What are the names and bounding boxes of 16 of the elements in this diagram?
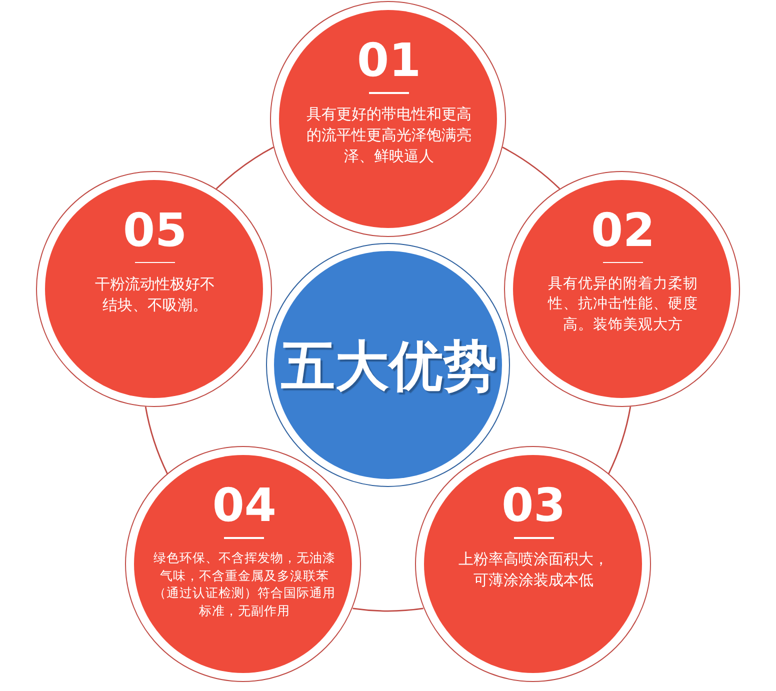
connector-arc [352, 608, 424, 612]
step-number: 01 [357, 36, 421, 84]
connector-arc [216, 146, 274, 190]
advantage-text: 具有更好的带电性和更高的流平性更高光泽饱满亮泽、鲜映逼人 [306, 104, 472, 167]
advantage-text: 绿色环保、不含挥发物，无油漆气味，不含重金属及多溴联苯（通过认证检测）符合国际通用标准，无副作用 [152, 549, 336, 620]
advantage-text: 干粉流动性极好不结块、不吸潮。 [94, 274, 216, 316]
step-number: 02 [590, 206, 655, 254]
step-number: 04 [212, 481, 276, 530]
advantage-text: 具有优异的附着力柔韧性、抗冲击性能、硬度高。装饰美观大方 [546, 274, 699, 335]
advantage-text: 上粉率高喷涂面积大，可薄涂涂装成本低 [458, 549, 610, 592]
connector-arc [608, 406, 632, 474]
step-number: 05 [123, 206, 188, 254]
step-number: 03 [502, 481, 566, 530]
hub-title: 五大优势 [281, 336, 497, 396]
connector-arc [502, 146, 560, 190]
connector-arc [144, 406, 168, 474]
